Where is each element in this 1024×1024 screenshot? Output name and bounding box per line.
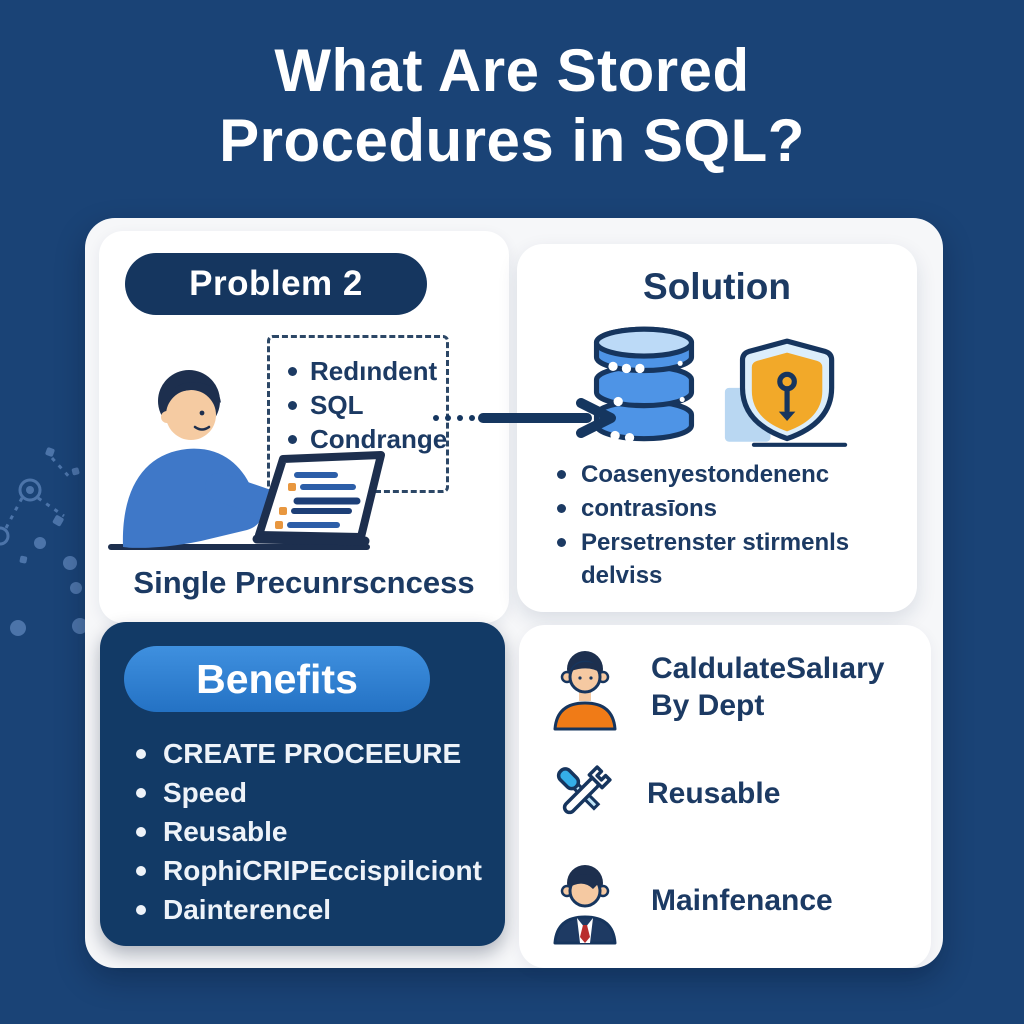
problem-bullets-box: Redındent SQL Condrange (267, 335, 449, 493)
bullet-dot-icon (557, 538, 566, 547)
benefits-badge-label: Benefits (196, 655, 358, 702)
list-item: Coasenyestondenenc (557, 458, 879, 491)
solution-bullet-text: Persetrenster stirmenls delviss (581, 529, 850, 589)
list-item: RophiCRIPEccispilciont (136, 851, 482, 890)
benefits-section: Benefits CREATE PROCEEURE Speed Reusable (100, 622, 505, 946)
bullet-dot-icon (136, 865, 146, 876)
list-item: Speed (136, 773, 482, 812)
benefit-text: Reusable (163, 815, 288, 847)
benefit-text: Dainterencel (163, 893, 332, 925)
list-item: Dainterencel (136, 890, 482, 929)
problem-section: Problem 2 Redındent SQL Condrange (99, 231, 509, 623)
benefit-text: CREATE PROCEEURE (163, 737, 462, 769)
problem-bullet-text: SQL (310, 389, 364, 420)
flow-arrow-icon (433, 398, 616, 438)
molecule-decoration-icon (0, 447, 88, 636)
list-item: Mainfenance (547, 857, 884, 945)
problem-bullet-list: Redındent SQL Condrange (288, 354, 448, 456)
problem-badge-label: Problem 2 (189, 264, 363, 303)
bullet-dot-icon (136, 787, 146, 798)
businessman-icon (553, 865, 617, 945)
content-card: Problem 2 Redındent SQL Condrange (85, 218, 943, 968)
problem-badge: Problem 2 (125, 253, 427, 315)
bullet-dot-icon (288, 366, 297, 376)
bullet-dot-icon (136, 904, 146, 915)
example-label: Mainfenance (651, 884, 833, 918)
solution-bullet-list: Coasenyestondenenc contrasīons Persetren… (557, 458, 879, 593)
list-item: Reusable (136, 812, 482, 851)
example-label: CaldulateSalıary By Dept (651, 651, 885, 723)
problem-bullet-text: Condrange (310, 423, 448, 454)
examples-section: CaldulateSalıary By Dept (519, 625, 931, 968)
list-item: contrasīons (557, 492, 879, 525)
security-shield-icon (724, 338, 848, 447)
examples-list: CaldulateSalıary By Dept (547, 643, 884, 945)
problem-bullet-text: Redındent (310, 355, 438, 386)
database-icon (593, 326, 695, 443)
list-item: CREATE PROCEEURE (136, 734, 482, 773)
example-label: Reusable (647, 777, 781, 811)
benefits-bullet-list: CREATE PROCEEURE Speed Reusable RophiCRI… (136, 734, 482, 929)
solution-bullet-text: Coasenyestondenenc (581, 461, 830, 488)
solution-section: Solution (517, 244, 917, 612)
bullet-dot-icon (136, 826, 146, 837)
page-title: What Are Stored Procedures in SQL? (219, 37, 805, 174)
bullet-dot-icon (557, 504, 566, 513)
list-item: Redındent (288, 354, 446, 388)
bullet-dot-icon (136, 748, 146, 759)
benefits-badge: Benefits (124, 646, 430, 712)
list-item: CaldulateSalıary By Dept (547, 643, 884, 731)
list-item: SQL (288, 388, 446, 422)
list-item: Reusable (547, 757, 884, 831)
solution-icons (517, 322, 917, 450)
bullet-dot-icon (557, 470, 566, 479)
bullet-dot-icon (288, 400, 297, 410)
developer-avatar-icon (553, 651, 617, 731)
benefit-text: Speed (163, 776, 248, 808)
bullet-dot-icon (288, 434, 297, 444)
person-at-laptop-icon (108, 370, 385, 550)
list-item: Persetrenster stirmenls delviss (557, 526, 879, 592)
tools-icon (556, 765, 612, 815)
solution-heading: Solution (643, 266, 791, 307)
list-item: Condrange (288, 422, 448, 456)
solution-bullet-text: contrasīons (581, 495, 718, 522)
problem-caption: Single Precunrscncess (133, 565, 475, 600)
benefit-text: RophiCRIPEccispilciont (163, 854, 482, 886)
